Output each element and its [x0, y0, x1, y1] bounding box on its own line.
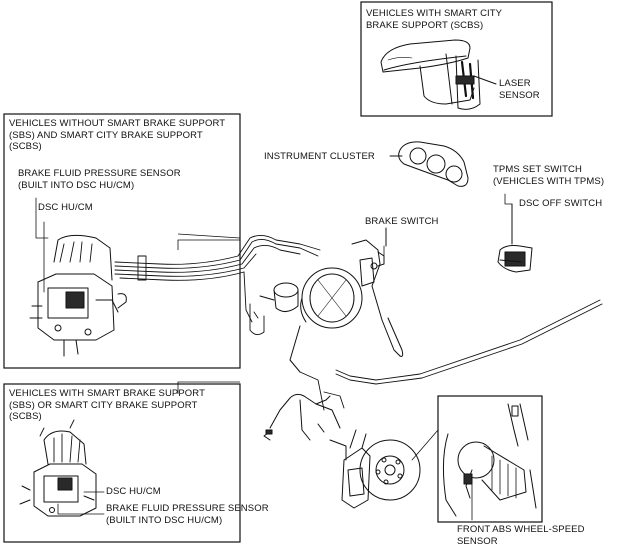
dsc-hu-cm-lower-illustration — [19, 419, 97, 517]
wheel-speed-inset-frame — [437, 395, 543, 523]
connector-lower-left — [177, 381, 240, 394]
brake-switch-label: BRAKE SWITCH — [365, 216, 439, 227]
scbs-top-inset-title: VEHICLES WITH SMART CITY BRAKE SUPPORT (… — [366, 8, 503, 31]
without-sbs-inset-frame — [3, 113, 241, 369]
connector-upper-left — [177, 233, 241, 239]
dsc-off-switch-label: DSC OFF SWITCH — [519, 198, 603, 209]
front-abs-wheel-speed-sensor-label: FRONT ABS WHEEL-SPEED SENSOR — [457, 524, 585, 547]
tpms-set-switch-label: TPMS SET SWITCH (VEHICLES WITH TPMS) — [493, 164, 605, 187]
instrument-cluster-illustration — [398, 141, 469, 187]
brake-fluid-pressure-sensor-label-2: BRAKE FLUID PRESSURE SENSOR (BUILT INTO … — [106, 503, 269, 526]
bfp-sensor-lower-leader — [57, 503, 105, 515]
instrument-cluster-label: INSTRUMENT CLUSTER — [264, 151, 375, 162]
laser-sensor-mirror-illustration — [380, 39, 481, 110]
scbs-top-inset-frame — [360, 1, 553, 117]
laser-sensor-label: LASER SENSOR — [499, 78, 540, 101]
dsc-hu-cm-label-1: DSC HU/CM — [38, 202, 93, 213]
without-sbs-inset-title: VEHICLES WITHOUT SMART BRAKE SUPPORT (SB… — [9, 118, 226, 152]
brake-booster-illustration — [259, 267, 363, 373]
laser-sensor-leader — [473, 75, 497, 85]
wheel-speed-sensor-illustration — [442, 403, 537, 517]
dsc-off-switch-illustration — [497, 245, 533, 273]
with-sbs-inset-frame — [3, 383, 241, 543]
brake-pedal-assembly-illustration — [351, 239, 404, 357]
brake-fluid-pressure-sensor-label-1: BRAKE FLUID PRESSURE SENSOR (BUILT INTO … — [18, 168, 181, 191]
dsc-hu-cm-left-illustration — [29, 234, 127, 357]
wiring-harness-illustration — [263, 393, 341, 441]
with-sbs-inset-title: VEHICLES WITH SMART BRAKE SUPPORT (SBS) … — [9, 388, 205, 422]
dsc-hu-cm-label-2: DSC HU/CM — [106, 486, 161, 497]
wheel-speed-inset-leader — [411, 429, 439, 461]
brake-lines-illustration — [114, 235, 603, 411]
front-brake-disc-illustration — [329, 429, 421, 509]
